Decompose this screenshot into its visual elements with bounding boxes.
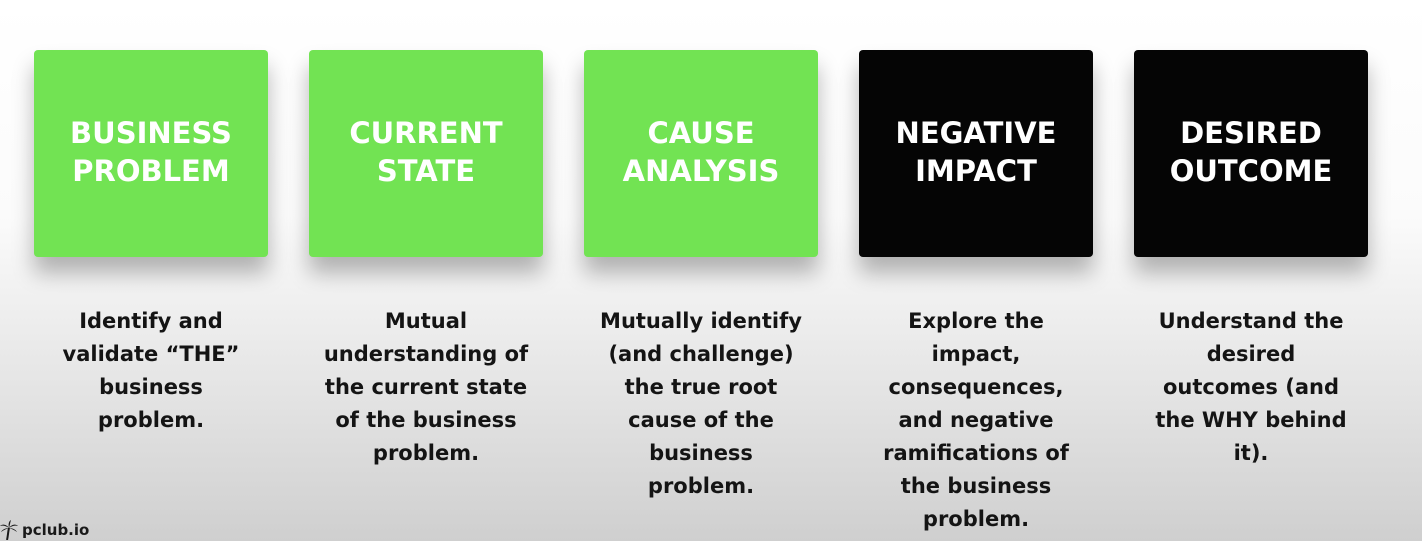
step-description-line: cause of the [628, 408, 774, 432]
step-card-negative-impact: NEGATIVE IMPACT [859, 50, 1093, 257]
brand-watermark: pclub.io [0, 520, 89, 540]
step-description-line: Understand the [1158, 309, 1344, 333]
step-description: Mutual understanding of the current stat… [301, 305, 551, 470]
step-description-line: (and challenge) [608, 342, 794, 366]
step-description-line: it). [1233, 441, 1269, 465]
step-title-line: CURRENT [349, 115, 503, 150]
step-description-line: understanding of [323, 342, 529, 366]
step-card-business-problem: BUSINESS PROBLEM [34, 50, 268, 257]
step-desired-outcome: DESIRED OUTCOME Understand the desired o… [1134, 50, 1368, 470]
step-description-line: problem. [372, 441, 480, 465]
step-title-line: STATE [376, 153, 476, 188]
brand-text: pclub.io [22, 521, 90, 539]
step-description-line: of the business [335, 408, 517, 432]
step-negative-impact: NEGATIVE IMPACT Explore the impact, cons… [859, 50, 1093, 536]
step-description: Mutually identify (and challenge) the tr… [576, 305, 826, 503]
step-title-line: IMPACT [915, 153, 1037, 188]
step-title: DESIRED OUTCOME [1170, 114, 1333, 194]
step-description-line: Mutually identify [600, 309, 802, 333]
step-card-desired-outcome: DESIRED OUTCOME [1134, 50, 1368, 257]
step-title: NEGATIVE IMPACT [896, 114, 1057, 194]
step-description-line: the WHY behind [1155, 408, 1347, 432]
step-description-line: problem. [647, 474, 755, 498]
step-title: CURRENT STATE [349, 114, 502, 194]
step-title-line: CAUSE [647, 115, 755, 150]
step-description-line: problem. [97, 408, 205, 432]
step-description: Identify and validate “THE” business pro… [26, 305, 276, 437]
step-description-line: impact, [931, 342, 1021, 366]
step-cause-analysis: CAUSE ANALYSIS Mutually identify (and ch… [584, 50, 818, 503]
step-description-line: outcomes (and [1163, 375, 1339, 399]
step-description-line: Mutual [384, 309, 468, 333]
step-description-line: the business [900, 474, 1052, 498]
step-title-line: BUSINESS [70, 115, 232, 150]
step-card-current-state: CURRENT STATE [309, 50, 543, 257]
step-title-line: PROBLEM [72, 153, 230, 188]
step-title: CAUSE ANALYSIS [623, 114, 780, 194]
step-description-line: the true root [624, 375, 778, 399]
step-description-line: Identify and [79, 309, 223, 333]
step-description-line: consequences, [888, 375, 1064, 399]
step-title-line: OUTCOME [1169, 153, 1333, 188]
step-description-line: desired [1206, 342, 1296, 366]
step-title-line: DESIRED [1180, 115, 1322, 150]
step-description-line: business [99, 375, 203, 399]
step-title-line: NEGATIVE [895, 115, 1057, 150]
step-title-line: ANALYSIS [622, 153, 780, 188]
step-description-line: ramifications of [883, 441, 1069, 465]
step-description-line: business [649, 441, 753, 465]
palm-tree-icon [0, 520, 18, 540]
step-description: Understand the desired outcomes (and the… [1126, 305, 1376, 470]
step-current-state: CURRENT STATE Mutual understanding of th… [309, 50, 543, 470]
step-description: Explore the impact, consequences, and ne… [851, 305, 1101, 536]
step-description-line: validate “THE” [62, 342, 240, 366]
step-description-line: Explore the [908, 309, 1044, 333]
step-description-line: and negative [898, 408, 1054, 432]
step-title: BUSINESS PROBLEM [70, 114, 232, 194]
step-description-line: the current state [324, 375, 528, 399]
step-description-line: problem. [922, 507, 1030, 531]
step-business-problem: BUSINESS PROBLEM Identify and validate “… [34, 50, 268, 437]
step-card-cause-analysis: CAUSE ANALYSIS [584, 50, 818, 257]
